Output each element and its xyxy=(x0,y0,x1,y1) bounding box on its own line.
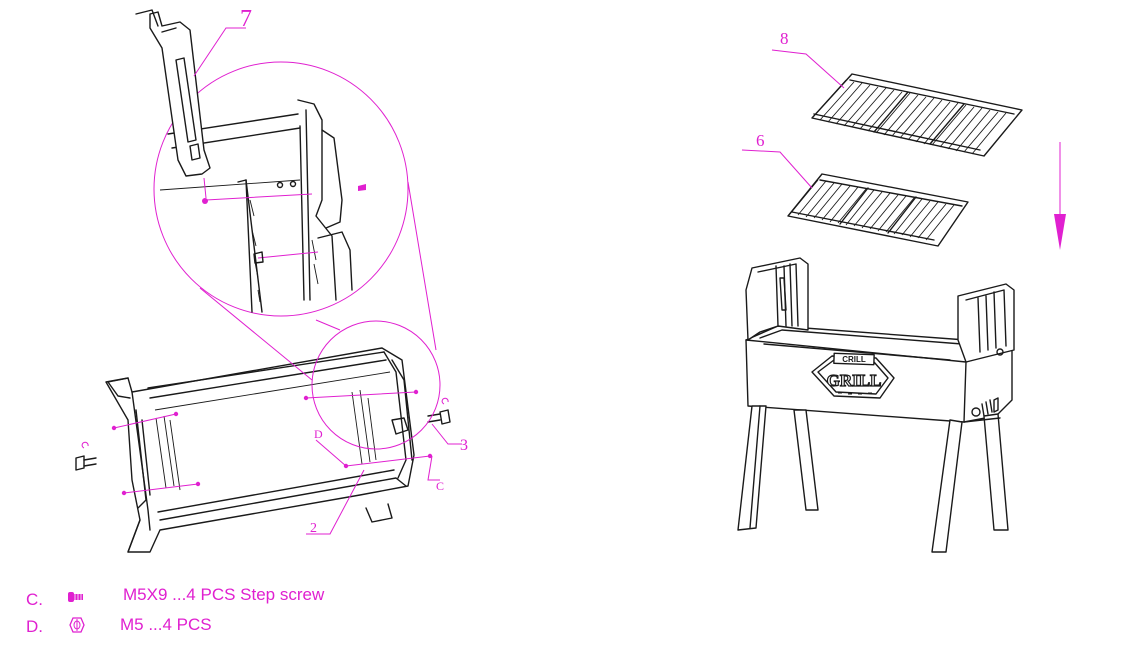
zoom-source-circle xyxy=(311,320,441,450)
side-vents xyxy=(971,397,999,417)
side-screw-left xyxy=(75,441,97,471)
zoom-detail-circle xyxy=(153,61,409,317)
callout-3: 3 xyxy=(460,437,468,454)
zoom-detail-content xyxy=(159,99,366,313)
callout-7: 7 xyxy=(240,6,252,32)
callout-8: 8 xyxy=(780,29,789,48)
callout-line-3 xyxy=(431,423,462,445)
callout-2: 2 xyxy=(310,521,317,536)
handle-part-7 xyxy=(135,9,211,199)
leg-front-left xyxy=(737,405,767,531)
callout-line-6 xyxy=(741,149,813,189)
leg-back-right xyxy=(983,413,1009,531)
grill-body-exploded xyxy=(75,347,451,553)
leg-front-right xyxy=(931,419,963,553)
grill-logo-badge: CRILL GRILL xyxy=(811,352,895,399)
zoom-connector-lines xyxy=(199,181,437,381)
badge-top-text: CRILL xyxy=(842,355,866,364)
callout-line-C xyxy=(427,455,440,481)
badge-main-text: GRILL xyxy=(827,371,882,390)
callout-line-8 xyxy=(771,49,845,89)
callout-line-7 xyxy=(193,27,246,77)
cooking-grate-8 xyxy=(811,73,1023,157)
callout-6: 6 xyxy=(756,131,765,150)
assembly-direction-arrow xyxy=(1054,142,1066,250)
callout-line-2 xyxy=(306,469,365,535)
callout-C: C xyxy=(436,479,444,493)
leg-back-left xyxy=(793,409,819,511)
side-screw-right xyxy=(427,397,451,425)
callout-line-D xyxy=(315,439,347,467)
callout-D: D xyxy=(314,427,323,441)
assembled-grill: CRILL GRILL xyxy=(737,257,1015,553)
charcoal-grate-6 xyxy=(787,173,969,247)
